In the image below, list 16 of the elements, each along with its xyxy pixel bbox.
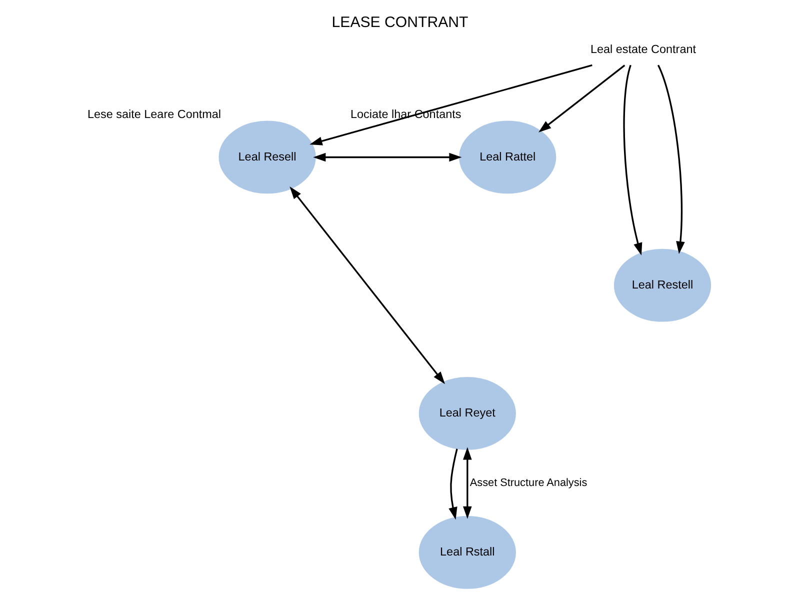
arrow <box>448 448 458 520</box>
node-ellipse: Leal Reyet <box>418 377 516 450</box>
edge-label: Asset Structure Analysis <box>470 476 588 489</box>
diagram-title: LEASE CONTRANT <box>332 14 468 31</box>
arrow <box>310 64 592 146</box>
node-text: Leal estate Contrant <box>590 43 696 56</box>
arrow <box>538 64 626 132</box>
arrow <box>290 186 445 384</box>
node-ellipse: Leal Resell <box>218 120 316 194</box>
node-label: Lese saite Leare Contmal <box>87 108 222 122</box>
arrow <box>657 64 685 254</box>
arrow <box>623 64 642 256</box>
arrow <box>313 152 462 162</box>
node-ellipse: Leal Rstall <box>418 516 516 589</box>
node-ellipse: Leal Restell <box>614 248 712 322</box>
arrow <box>463 447 472 519</box>
